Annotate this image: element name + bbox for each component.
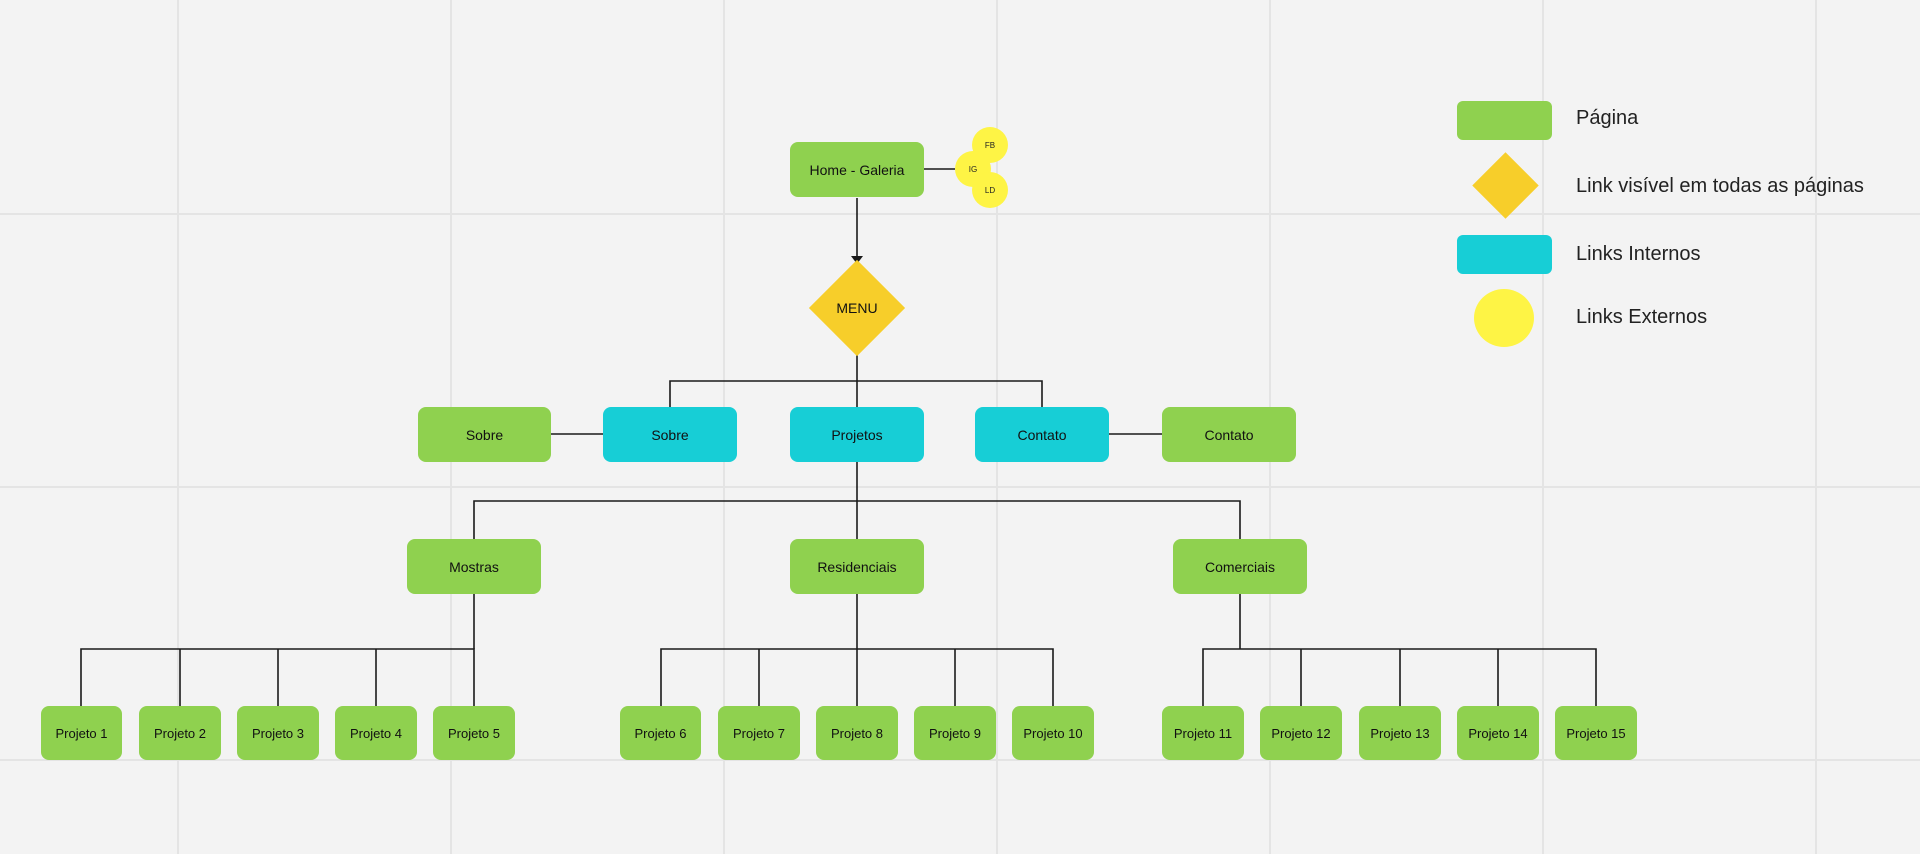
project-node-6[interactable]: Projeto 6 bbox=[620, 706, 701, 760]
menu-node[interactable]: MENU bbox=[808, 259, 906, 357]
grid-line bbox=[177, 0, 179, 854]
menu-label: MENU bbox=[836, 300, 878, 316]
contato-link-node[interactable]: Contato bbox=[975, 407, 1109, 462]
sobre-link-node[interactable]: Sobre bbox=[603, 407, 737, 462]
project-node-12[interactable]: Projeto 12 bbox=[1260, 706, 1342, 760]
project-node-5[interactable]: Projeto 5 bbox=[433, 706, 515, 760]
project-node-14[interactable]: Projeto 14 bbox=[1457, 706, 1539, 760]
legend-page-label: Página bbox=[1576, 107, 1639, 129]
project-node-11[interactable]: Projeto 11 bbox=[1162, 706, 1244, 760]
category-residenciais[interactable]: Residenciais bbox=[790, 539, 924, 594]
project-node-7[interactable]: Projeto 7 bbox=[718, 706, 800, 760]
project-node-3[interactable]: Projeto 3 bbox=[237, 706, 319, 760]
contato-page-node[interactable]: Contato bbox=[1162, 407, 1296, 462]
grid-line bbox=[0, 486, 1920, 488]
legend-menu-label: Link visível em todas as páginas bbox=[1576, 175, 1864, 197]
project-node-13[interactable]: Projeto 13 bbox=[1359, 706, 1441, 760]
home-galeria-node[interactable]: Home - Galeria bbox=[790, 142, 924, 197]
project-node-2[interactable]: Projeto 2 bbox=[139, 706, 221, 760]
grid-line bbox=[0, 213, 1920, 215]
project-node-8[interactable]: Projeto 8 bbox=[816, 706, 898, 760]
projetos-link-node[interactable]: Projetos bbox=[790, 407, 924, 462]
category-comerciais[interactable]: Comerciais bbox=[1173, 539, 1307, 594]
grid-line bbox=[0, 759, 1920, 761]
legend-external-label: Links Externos bbox=[1576, 306, 1708, 328]
project-node-10[interactable]: Projeto 10 bbox=[1012, 706, 1094, 760]
project-node-1[interactable]: Projeto 1 bbox=[41, 706, 122, 760]
grid-line bbox=[1815, 0, 1817, 854]
legend-page-swatch bbox=[1457, 101, 1552, 140]
category-mostras[interactable]: Mostras bbox=[407, 539, 541, 594]
legend-external-swatch bbox=[1474, 289, 1534, 347]
project-node-4[interactable]: Projeto 4 bbox=[335, 706, 417, 760]
project-node-15[interactable]: Projeto 15 bbox=[1555, 706, 1637, 760]
legend-internal-label: Links Internos bbox=[1576, 243, 1701, 265]
sobre-page-node[interactable]: Sobre bbox=[418, 407, 551, 462]
external-link-ld[interactable]: LD bbox=[972, 172, 1008, 208]
grid-line bbox=[1542, 0, 1544, 854]
legend-internal-swatch bbox=[1457, 235, 1552, 274]
project-node-9[interactable]: Projeto 9 bbox=[914, 706, 996, 760]
